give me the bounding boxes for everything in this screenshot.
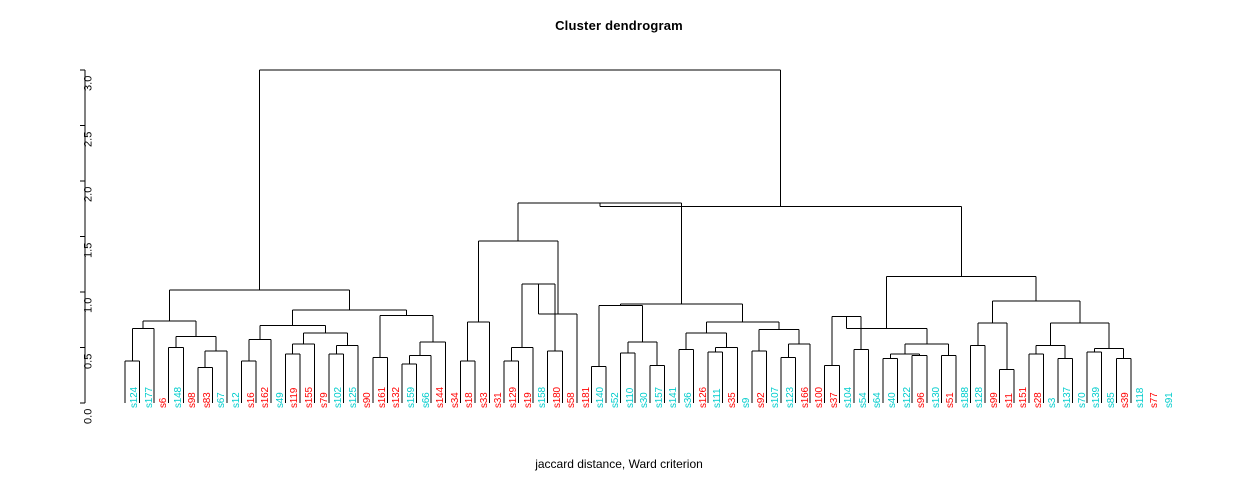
leaf-label: s157 — [653, 387, 665, 408]
y-tick-label: 3.0 — [82, 75, 95, 91]
leaf-label: s126 — [697, 387, 709, 408]
y-tick-label: 1.5 — [82, 242, 95, 258]
leaf-label: s52 — [610, 392, 622, 408]
leaf-label: s100 — [814, 387, 826, 408]
leaf-label: s37 — [828, 392, 840, 408]
y-tick-label: 2.5 — [82, 131, 95, 147]
leaf-label: s161 — [376, 387, 388, 408]
leaf-label: s85 — [1105, 392, 1117, 408]
leaf-label: s98 — [187, 392, 199, 408]
leaf-label: s67 — [216, 392, 228, 408]
leaf-label: s51 — [945, 392, 957, 408]
leaf-label: s28 — [1032, 392, 1044, 408]
leaf-label: s70 — [1076, 392, 1088, 408]
leaf-label: s54 — [857, 392, 869, 408]
y-tick-label: 0.5 — [82, 353, 95, 369]
leaf-label: s139 — [1091, 387, 1103, 408]
leaf-label: s99 — [989, 392, 1001, 408]
leaf-label: s124 — [129, 387, 140, 408]
y-tick-label: 0.0 — [82, 408, 95, 424]
leaf-label: s90 — [362, 392, 374, 408]
leaf-label: s34 — [449, 392, 461, 408]
leaf-label: s58 — [566, 392, 578, 408]
leaf-label: s66 — [420, 392, 432, 408]
leaf-label: s11 — [1003, 393, 1015, 408]
leaf-label: s30 — [639, 392, 651, 408]
leaf-label: s9 — [741, 397, 753, 408]
leaf-label: s132 — [391, 387, 403, 408]
leaf-label: s110 — [624, 387, 636, 408]
leaf-label: s181 — [580, 387, 592, 408]
leaf-label: s18 — [464, 392, 476, 408]
leaf-label: s36 — [682, 392, 694, 408]
x-axis-label: jaccard distance, Ward criterion — [535, 457, 703, 471]
y-axis — [80, 69, 86, 404]
leaf-label: s128 — [974, 387, 986, 408]
leaf-label: s77 — [1149, 392, 1161, 408]
leaf-label: s137 — [1061, 387, 1073, 408]
leaf-label: s49 — [274, 392, 286, 408]
leaf-label: s96 — [916, 392, 928, 408]
leaf-label: s6 — [158, 397, 170, 408]
leaf-label: s119 — [289, 387, 301, 408]
leaf-label: s3 — [1047, 397, 1059, 408]
leaf-label: s166 — [799, 387, 811, 408]
leaf-label: s140 — [595, 387, 607, 408]
leaf-label: s104 — [843, 387, 855, 408]
leaf-label: s188 — [959, 387, 971, 408]
leaf-label: s31 — [493, 392, 505, 408]
leaf-label: s39 — [1120, 392, 1132, 408]
leaf-label: s129 — [508, 387, 519, 408]
leaf-label: s130 — [930, 387, 942, 408]
leaf-label: s148 — [172, 387, 184, 408]
leaf-label: s159 — [405, 387, 417, 408]
leaf-label: s177 — [143, 387, 155, 408]
leaf-label: s92 — [755, 392, 767, 408]
leaf-label: s19 — [522, 392, 534, 408]
leaf-label: s180 — [551, 387, 563, 408]
leaf-label: s144 — [435, 387, 447, 408]
leaf-label: s158 — [537, 387, 549, 408]
leaf-label: s151 — [1018, 387, 1030, 408]
chart-title: Cluster dendrogram — [555, 18, 683, 33]
leaf-label: s83 — [201, 392, 213, 408]
leaf-label: s162 — [260, 387, 272, 408]
leaf-label: s12 — [231, 392, 243, 408]
leaf-label: s79 — [318, 392, 330, 408]
leaf-label: s118 — [1134, 387, 1146, 408]
leaf-label: s16 — [245, 392, 257, 408]
leaf-label: s33 — [478, 392, 490, 408]
leaf-label: s155 — [303, 387, 315, 408]
leaf-label: s107 — [770, 387, 782, 408]
leaf-label: s122 — [901, 387, 913, 408]
dendrogram-links — [124, 69, 1132, 403]
leaf-label: s91 — [1164, 392, 1175, 408]
dendrogram-link — [259, 69, 782, 290]
y-tick-label: 2.0 — [82, 186, 95, 202]
leaf-label: s64 — [872, 392, 884, 408]
y-tick-label: 1.0 — [82, 297, 95, 313]
leaf-label: s123 — [784, 387, 796, 408]
leaf-label: s102 — [333, 387, 345, 408]
leaf-label: s125 — [347, 387, 359, 408]
leaf-label: s111 — [712, 388, 724, 408]
leaf-label: s141 — [668, 387, 680, 408]
leaf-label: s40 — [887, 392, 899, 408]
leaf-label: s35 — [726, 392, 738, 408]
